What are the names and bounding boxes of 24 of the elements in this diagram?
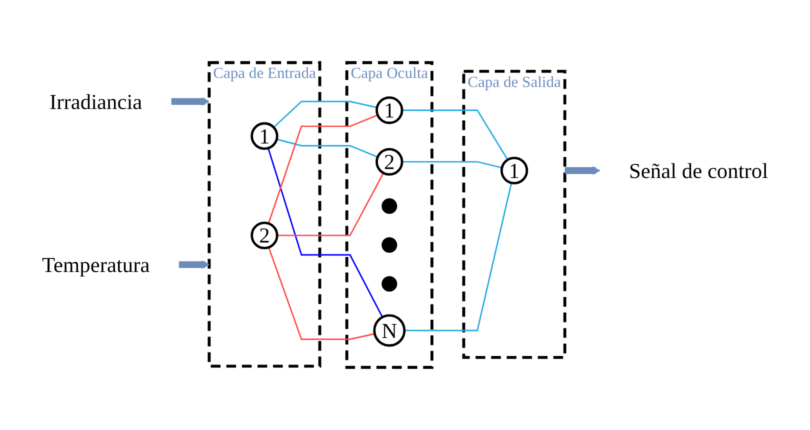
node-circle: N: [373, 314, 406, 347]
connector: [276, 138, 378, 158]
node-text: Temperatura: [42, 252, 150, 277]
node-circle: 1: [500, 156, 528, 184]
node-circle: [382, 276, 398, 292]
connector: [268, 148, 384, 318]
node-circle: [382, 237, 398, 253]
node-circle: 1: [376, 96, 404, 124]
arrow: [178, 260, 210, 269]
arrow: [564, 166, 600, 175]
connector: [273, 100, 378, 128]
connector: [268, 114, 378, 224]
connector: [268, 247, 375, 340]
connector: [402, 161, 502, 168]
connector: [402, 110, 508, 160]
arrow: [171, 97, 210, 106]
node-circle: 1: [250, 122, 278, 150]
node-circle: 2: [376, 148, 404, 176]
connector: [277, 172, 384, 236]
node-text: Señal de control: [629, 158, 768, 183]
node-circle: [382, 198, 398, 214]
node-text: Irradiancia: [50, 89, 142, 114]
node-circle: 2: [250, 222, 278, 250]
connector: [404, 182, 512, 332]
